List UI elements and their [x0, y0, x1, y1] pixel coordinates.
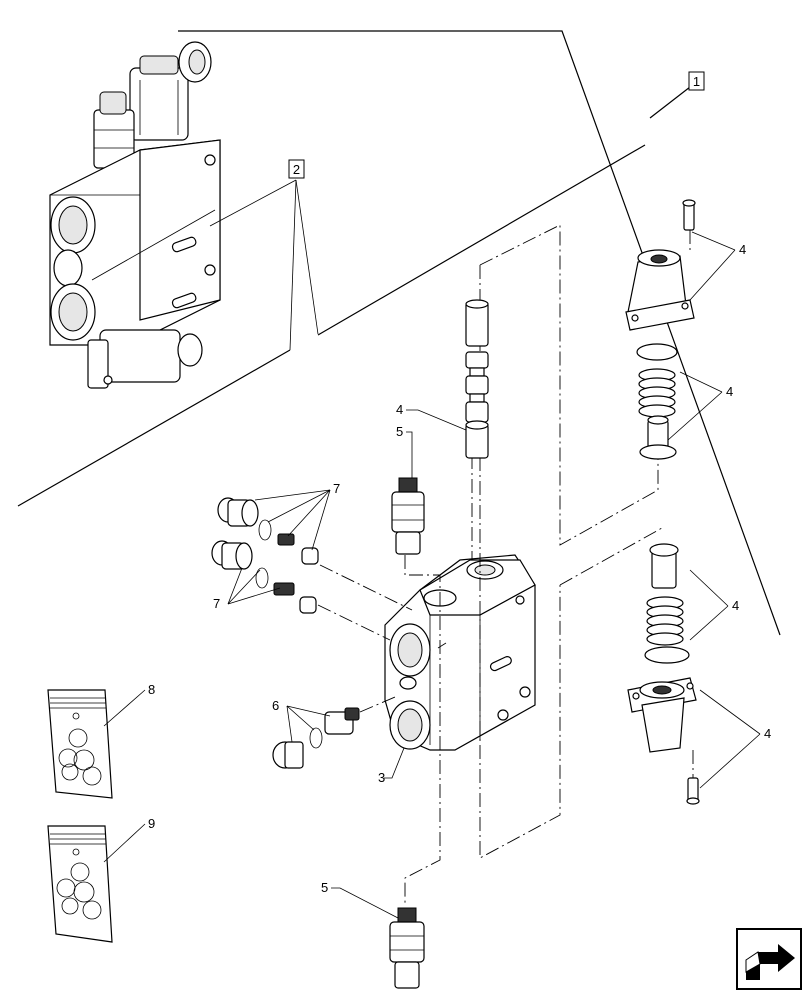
callout-1: 1 [688, 71, 705, 91]
callout-4-upper-spring: 4 [726, 384, 733, 399]
assembly-frame-lines [17, 30, 781, 636]
valve-section-body [384, 554, 536, 751]
plug-kit-6 [272, 707, 360, 769]
callout-5-lower: 5 [321, 880, 328, 895]
callout-4-lower-spring: 4 [732, 598, 739, 613]
cartridge-valve-upper [391, 477, 425, 555]
callout-7-lower: 7 [213, 596, 220, 611]
callout-leader-lines [103, 179, 761, 919]
callout-4-lower-cap: 4 [764, 726, 771, 741]
spool-part [465, 299, 489, 459]
next-page-arrow-icon[interactable] [736, 928, 802, 990]
relief-valve-kit-upper [625, 199, 696, 460]
seal-kit-bag-8 [47, 689, 113, 799]
callout-3: 3 [378, 770, 385, 785]
cartridge-valve-lower [389, 907, 425, 989]
callout-4-spool: 4 [396, 402, 403, 417]
callout-6: 6 [272, 698, 279, 713]
callout-1-text: 1 [693, 74, 700, 89]
plug-kit-upper [217, 497, 319, 565]
callout-7-upper: 7 [333, 481, 340, 496]
plug-kit-lower [211, 540, 317, 614]
seal-kit-bag-9 [47, 825, 113, 943]
valve-assembly-drawing [49, 41, 221, 389]
callout-5-upper: 5 [396, 424, 403, 439]
callout-2-text: 2 [293, 162, 300, 177]
callout-9: 9 [148, 816, 155, 831]
callout-4-upper-screw: 4 [739, 242, 746, 257]
callout-8: 8 [148, 682, 155, 697]
relief-valve-kit-lower [627, 543, 700, 805]
callout-2: 2 [288, 159, 305, 179]
assembly-centerlines [317, 224, 694, 905]
